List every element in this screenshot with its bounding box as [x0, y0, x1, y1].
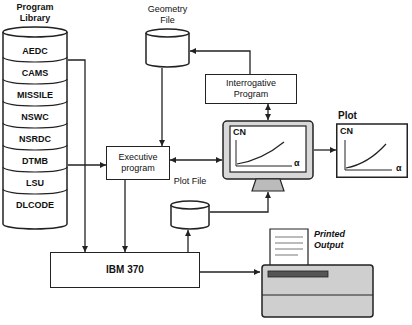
disk-divider	[3, 123, 67, 128]
arrowhead	[330, 147, 336, 153]
arrowhead	[265, 104, 271, 110]
plot-output: PlotCN α	[336, 110, 408, 178]
connector	[170, 157, 222, 163]
printer-drawing	[260, 225, 375, 320]
cylinder-body	[146, 33, 189, 67]
program-name: AEDC	[7, 42, 63, 60]
connector-line	[161, 68, 162, 146]
library-program: NSWC	[7, 108, 63, 126]
monitor-screen	[230, 126, 306, 172]
cylinder-outline	[170, 200, 210, 230]
monitor-stand	[252, 179, 284, 191]
paper-sheet	[270, 229, 308, 267]
connector	[200, 269, 260, 275]
box-label: IBM 370	[106, 264, 144, 276]
disk-divider	[3, 57, 67, 62]
arrowhead	[216, 157, 222, 163]
connector	[265, 104, 271, 120]
arrowhead	[265, 192, 271, 198]
program-name: CAMS	[7, 64, 63, 82]
cylinder-heading: Geometry File	[145, 4, 190, 26]
connector	[68, 162, 106, 168]
program-name: NSRDC	[7, 130, 63, 148]
arrowhead	[170, 157, 176, 163]
connector-line	[210, 192, 268, 212]
library-program: DLCODE	[7, 196, 63, 214]
process-box: IBM 370	[50, 252, 200, 288]
box-label: Executive program	[111, 152, 165, 174]
disk-divider	[3, 79, 67, 84]
cylinder-heading: Program Library	[2, 2, 68, 24]
library-program: AEDC	[7, 42, 63, 60]
connector	[210, 192, 271, 212]
disk-divider	[3, 145, 67, 150]
library-program: DTMB	[7, 152, 63, 170]
library-program: CAMS	[7, 64, 63, 82]
device-label: Printed Output	[314, 229, 372, 251]
printer: Printed Output	[260, 225, 375, 320]
program-name: MISSILE	[7, 86, 63, 104]
cylinder-heading: Plot File	[170, 176, 210, 187]
process-box: Interrogative Program	[205, 74, 297, 104]
connector	[122, 180, 128, 252]
plot-axes	[236, 140, 292, 166]
plot-title: Plot	[338, 110, 357, 121]
connector	[190, 48, 250, 74]
arrowhead	[265, 114, 271, 120]
library-program: NSRDC	[7, 130, 63, 148]
connector-line	[124, 180, 125, 252]
connector-line	[200, 271, 260, 272]
axis-label: CN	[340, 126, 353, 137]
cylinder-top	[171, 201, 209, 209]
arrowhead	[190, 48, 196, 54]
geometry-file-cylinder: Geometry File	[145, 4, 190, 68]
cylinder-top	[3, 27, 67, 37]
library-program: MISSILE	[7, 86, 63, 104]
axis-label: α	[396, 163, 402, 174]
cylinder-outline	[145, 28, 190, 68]
cylinder-top	[146, 29, 189, 37]
monitor-case	[223, 121, 313, 179]
process-box: Executive program	[106, 146, 170, 180]
connector	[314, 147, 336, 153]
printer-body	[262, 265, 373, 317]
disk-divider	[3, 101, 67, 106]
connector-line	[68, 60, 85, 252]
library-program: LSU	[7, 174, 63, 192]
program-name: NSWC	[7, 108, 63, 126]
plot-curve	[237, 142, 284, 164]
axis-label: α	[294, 158, 300, 169]
arrowhead	[254, 269, 260, 275]
cylinder-body	[3, 32, 67, 229]
paper-lines	[275, 237, 303, 255]
program-name: LSU	[7, 174, 63, 192]
plot-file-cylinder: Plot File	[170, 176, 210, 230]
disk-divider	[3, 189, 67, 194]
connector-line	[190, 51, 250, 74]
connector	[185, 230, 191, 252]
axis-label: CN	[233, 127, 246, 138]
connector-line	[170, 159, 222, 160]
plot-axes	[345, 140, 392, 170]
arrowhead	[185, 230, 191, 236]
disk-divider	[3, 167, 67, 172]
plot-curve	[346, 144, 386, 168]
connector	[159, 68, 165, 146]
box-label: Interrogative Program	[210, 78, 292, 100]
printer-panel-line	[262, 295, 373, 296]
plot-border	[337, 124, 408, 177]
paper-slot	[268, 271, 328, 277]
connector	[68, 60, 88, 252]
program-name: DLCODE	[7, 196, 63, 214]
program-name: DTMB	[7, 152, 63, 170]
library-cylinder: Program LibraryAEDC CAMS MISSILE NSWC NSRDC D…	[2, 2, 68, 232]
terminal-screen: CN α	[222, 120, 314, 192]
